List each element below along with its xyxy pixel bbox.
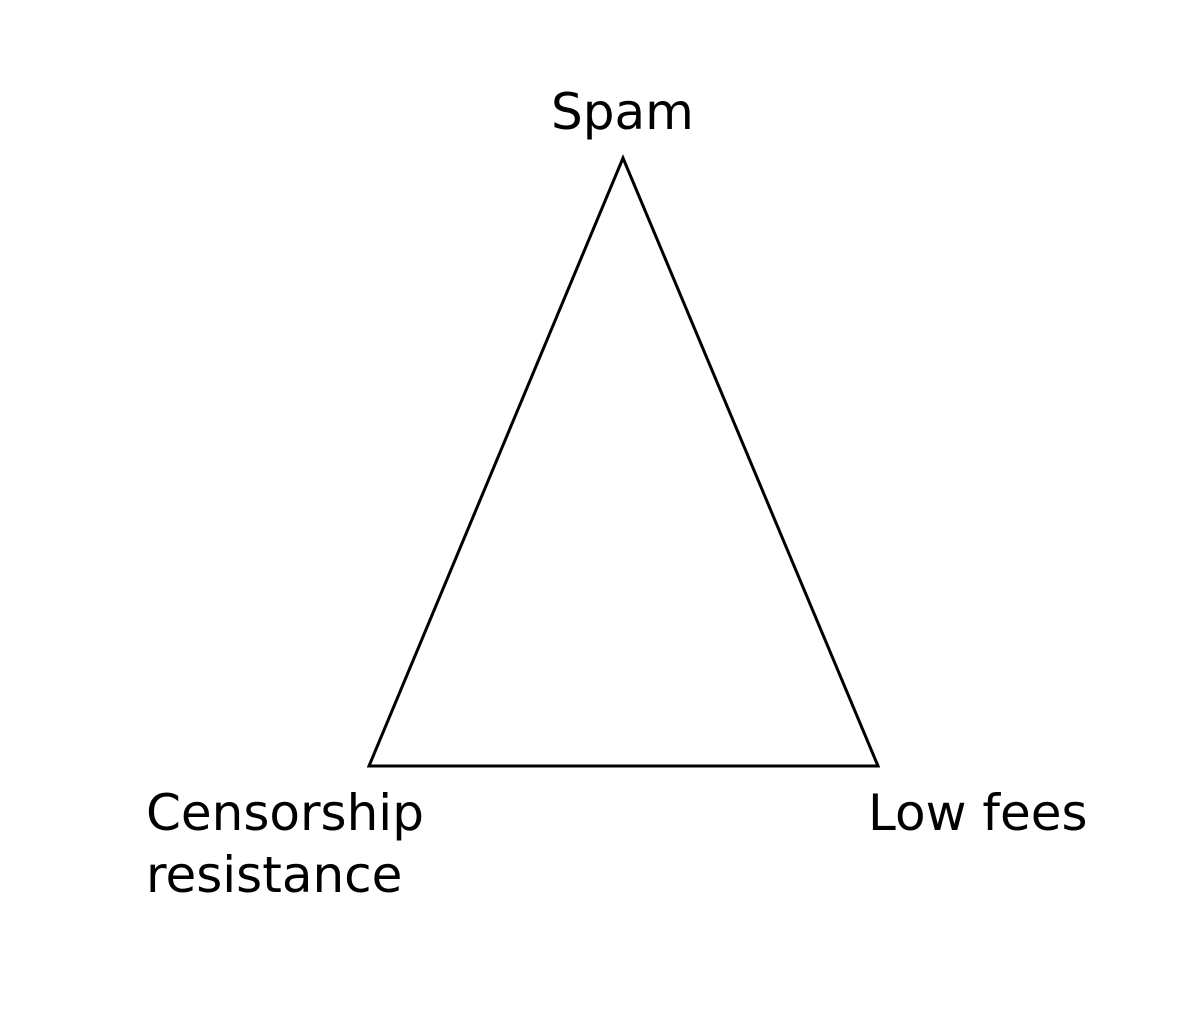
vertex-label-bottom-left: Censorship resistance xyxy=(146,782,424,906)
vertex-label-bottom-right: Low fees xyxy=(868,784,1088,842)
triangle-outline xyxy=(366,154,881,768)
vertex-label-top: Spam xyxy=(551,83,694,141)
vertex-label-bottom-left-line-2: resistance xyxy=(146,846,403,904)
vertex-label-bottom-left-line-1: Censorship xyxy=(146,784,424,842)
